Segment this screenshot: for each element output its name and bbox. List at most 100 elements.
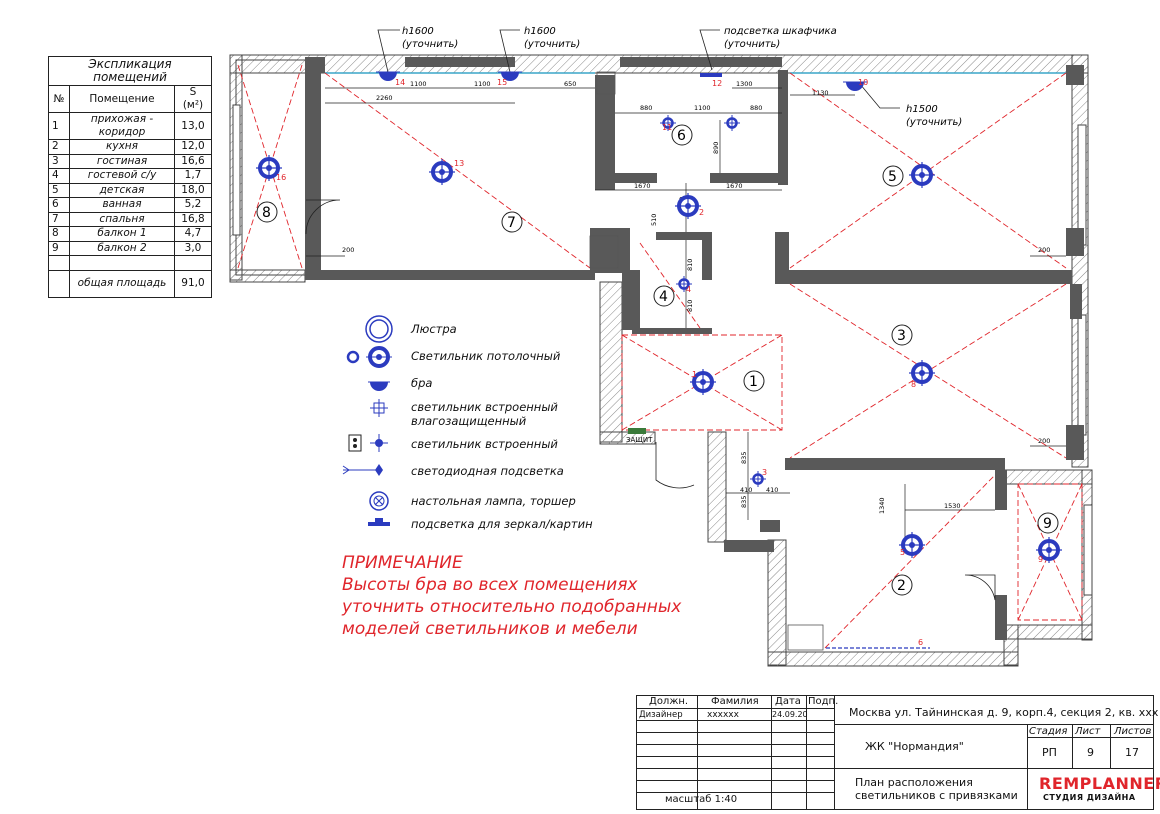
dimension-values: 2260 1100 1100 650 880 1100 880 1300 113… (342, 80, 1050, 514)
legend-label-recessed: светильник встроенный (411, 437, 558, 451)
room-name: спальня (69, 211, 175, 227)
dimension-value: 810 (686, 300, 694, 312)
room-area: 18,0 (174, 182, 212, 198)
room-number: 1 (749, 374, 758, 390)
room-name: детская (69, 182, 175, 198)
title-block: Должн. Фамилия Дата Подп. Дизайнер xxxxx… (636, 695, 1160, 810)
led-strip-icon (342, 464, 383, 476)
room-name: кухня (69, 139, 175, 155)
fixture-number: 10 (858, 78, 868, 87)
fixture-number: 5 (900, 548, 905, 557)
fixture-number: 3 (762, 468, 767, 477)
header-stage: Стадия (1029, 726, 1068, 737)
legend-label-table-lamp: настольная лампа, торшер (411, 494, 576, 508)
callout-h1600-1: h1600 (402, 26, 434, 37)
interior-walls (305, 57, 1084, 640)
logo-subtitle: СТУДИЯ ДИЗАЙНА (1043, 793, 1136, 802)
header-sheets: Листов (1114, 726, 1152, 737)
floor-plan: h1600 (уточнить) h1600 (уточнить) подсве… (229, 26, 1093, 667)
legend-label-chandelier: Люстра (411, 322, 457, 336)
dimension-value: 650 (564, 80, 576, 88)
drawing-title-line-2: светильников с привязками (855, 789, 1018, 802)
dimension-value: 410 (766, 486, 778, 494)
exit-sign-label: ЗАЩИТ (626, 436, 653, 444)
dimension-value: 835 (740, 496, 748, 508)
explication-title: Экспликация помещений (48, 56, 212, 86)
callout-clarify-3: (уточнить) (724, 39, 780, 50)
room-explication-table: Экспликация помещений № Помещение S (м²)… (48, 56, 212, 298)
callout-cabinet-light: подсветка шкафчика (724, 26, 837, 37)
callout-clarify-4: (уточнить) (906, 117, 962, 128)
room-number-markers: 1 2 3 4 5 6 7 8 9 (256, 124, 1059, 596)
dimension-value: 510 (650, 214, 658, 226)
dimension-value: 880 (750, 104, 762, 112)
room-name: балкон 1 (69, 226, 175, 242)
note-line: Высоты бра во всех помещениях (342, 575, 638, 595)
room-area: 5,2 (174, 197, 212, 213)
header-surname: Фамилия (711, 696, 759, 707)
room-number: 7 (507, 215, 516, 231)
drawing-scale: масштаб 1:40 (665, 794, 738, 805)
sheet-value: 9 (1087, 746, 1094, 759)
fixture-number: 9 (1038, 555, 1043, 564)
residential-complex: ЖК "Нормандия" (865, 740, 964, 753)
stage-value: РП (1042, 746, 1057, 759)
note-line: уточнить относительно подобранных (342, 597, 682, 617)
legend-label-led-strip: светодиодная подсветка (411, 464, 564, 478)
dimension-value: 200 (1038, 246, 1050, 254)
header-position: Должн. (649, 696, 689, 707)
room-area: 12,0 (174, 139, 212, 155)
header-signature: Подп. (808, 696, 839, 707)
fixture-number: 16 (276, 173, 286, 182)
callout-h1500: h1500 (906, 104, 938, 115)
fixture-number: 8 (911, 380, 916, 389)
dimension-value: 1340 (878, 497, 886, 514)
sheets-value: 17 (1125, 746, 1139, 759)
room-area: 3,0 (174, 240, 212, 256)
fixture-number: 6 (918, 638, 923, 647)
room-number: 6 (677, 128, 686, 144)
room-number: 2 (897, 578, 906, 594)
dimension-value: 1130 (812, 89, 829, 97)
designer-date: 24.09.20 (772, 710, 808, 719)
fixture-numbers: 1 2 3 4 5 6 8 9 10 11 12 13 14 15 16 (276, 78, 1043, 647)
fixture-number: 4 (686, 285, 691, 294)
fixture-number: 13 (454, 159, 464, 168)
row-number: 6 (48, 197, 70, 213)
room-name: прихожая - коридор (69, 112, 175, 140)
dimension-value: 835 (740, 452, 748, 464)
dimension-value: 410 (740, 486, 752, 494)
callout-labels: h1600 (уточнить) h1600 (уточнить) подсве… (402, 26, 962, 128)
callout-clarify-2: (уточнить) (524, 39, 580, 50)
legend-icons (342, 315, 393, 526)
dimension-value: 1100 (694, 104, 711, 112)
dimension-value: 880 (640, 104, 652, 112)
designer-position: Дизайнер (639, 710, 683, 720)
callout-h1600-2: h1600 (524, 26, 556, 37)
dimension-value: 200 (342, 246, 354, 254)
table-lamp-icon (369, 491, 389, 511)
total-area-value: 91,0 (174, 269, 212, 298)
legend-label-picture-light: подсветка для зеркал/картин (411, 517, 593, 531)
col-header-area: S (м²) (174, 85, 212, 113)
room-number: 9 (1043, 516, 1052, 532)
callout-clarify-1: (уточнить) (402, 39, 458, 50)
room-name: гостиная (69, 153, 175, 169)
drawing-title-line-1: План расположения (855, 776, 973, 789)
dimension-value: 1670 (634, 182, 651, 190)
fixture-number: 2 (699, 208, 704, 217)
fixture-number: 12 (712, 79, 722, 88)
dimension-value: 200 (1038, 437, 1050, 445)
dimension-value: 2260 (376, 94, 393, 102)
ceiling-light-icon (346, 346, 392, 368)
note-title: ПРИМЕЧАНИЕ (342, 553, 463, 573)
legend-label-sconce: бра (411, 376, 433, 390)
sconce-icon (368, 381, 390, 391)
fixture-number: 1 (692, 370, 697, 379)
recessed-light-icon (722, 113, 742, 133)
room-number: 3 (897, 328, 906, 344)
